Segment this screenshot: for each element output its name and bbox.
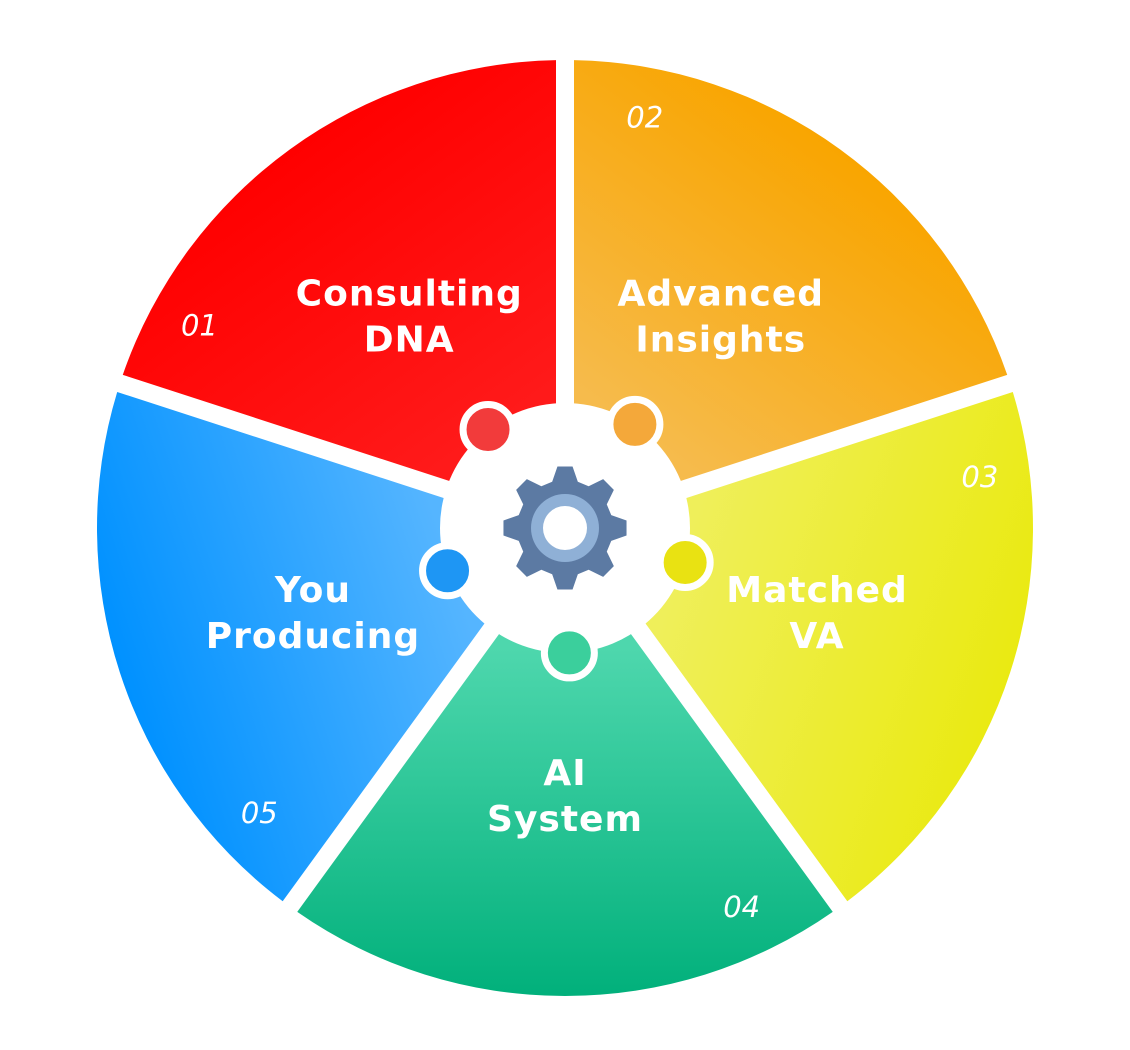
segment-01 [122, 60, 568, 528]
segment-number-01: 01 [181, 308, 218, 342]
gear-icon [503, 466, 627, 590]
segment-number-03: 03 [961, 460, 998, 494]
connector-dot-02 [606, 395, 664, 453]
connector-dot-01 [459, 400, 517, 458]
connector-dot-03 [656, 533, 714, 591]
segment-number-05: 05 [241, 796, 278, 830]
connector-dot-05 [419, 542, 477, 600]
connector-dot-04 [540, 624, 598, 682]
connector-dots [419, 395, 714, 682]
segment-02 [562, 60, 1008, 528]
segment-04 [297, 533, 833, 997]
segment-number-04: 04 [723, 890, 760, 924]
segment-number-02: 02 [626, 101, 663, 135]
